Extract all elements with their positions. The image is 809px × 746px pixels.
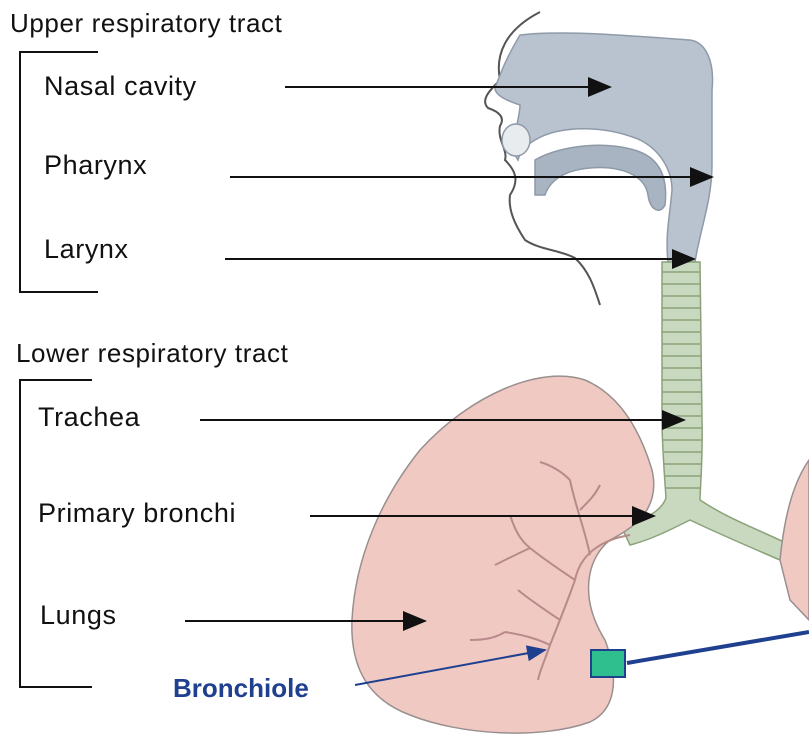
left-lung-shape (352, 376, 654, 733)
label-pharynx: Pharynx (44, 150, 147, 181)
label-larynx: Larynx (44, 234, 129, 265)
right-lung-edge (780, 460, 809, 620)
label-lungs: Lungs (40, 600, 117, 631)
lower-tract-heading: Lower respiratory tract (16, 338, 288, 369)
label-bronchiole: Bronchiole (173, 673, 309, 704)
marker-pointer (627, 632, 809, 663)
label-trachea: Trachea (38, 402, 140, 433)
alveoli-marker (591, 650, 625, 677)
upper-tract-heading: Upper respiratory tract (10, 8, 282, 39)
lip-shape (502, 124, 530, 156)
label-nasal-cavity: Nasal cavity (44, 71, 197, 102)
label-primary-bronchi: Primary bronchi (38, 498, 236, 529)
